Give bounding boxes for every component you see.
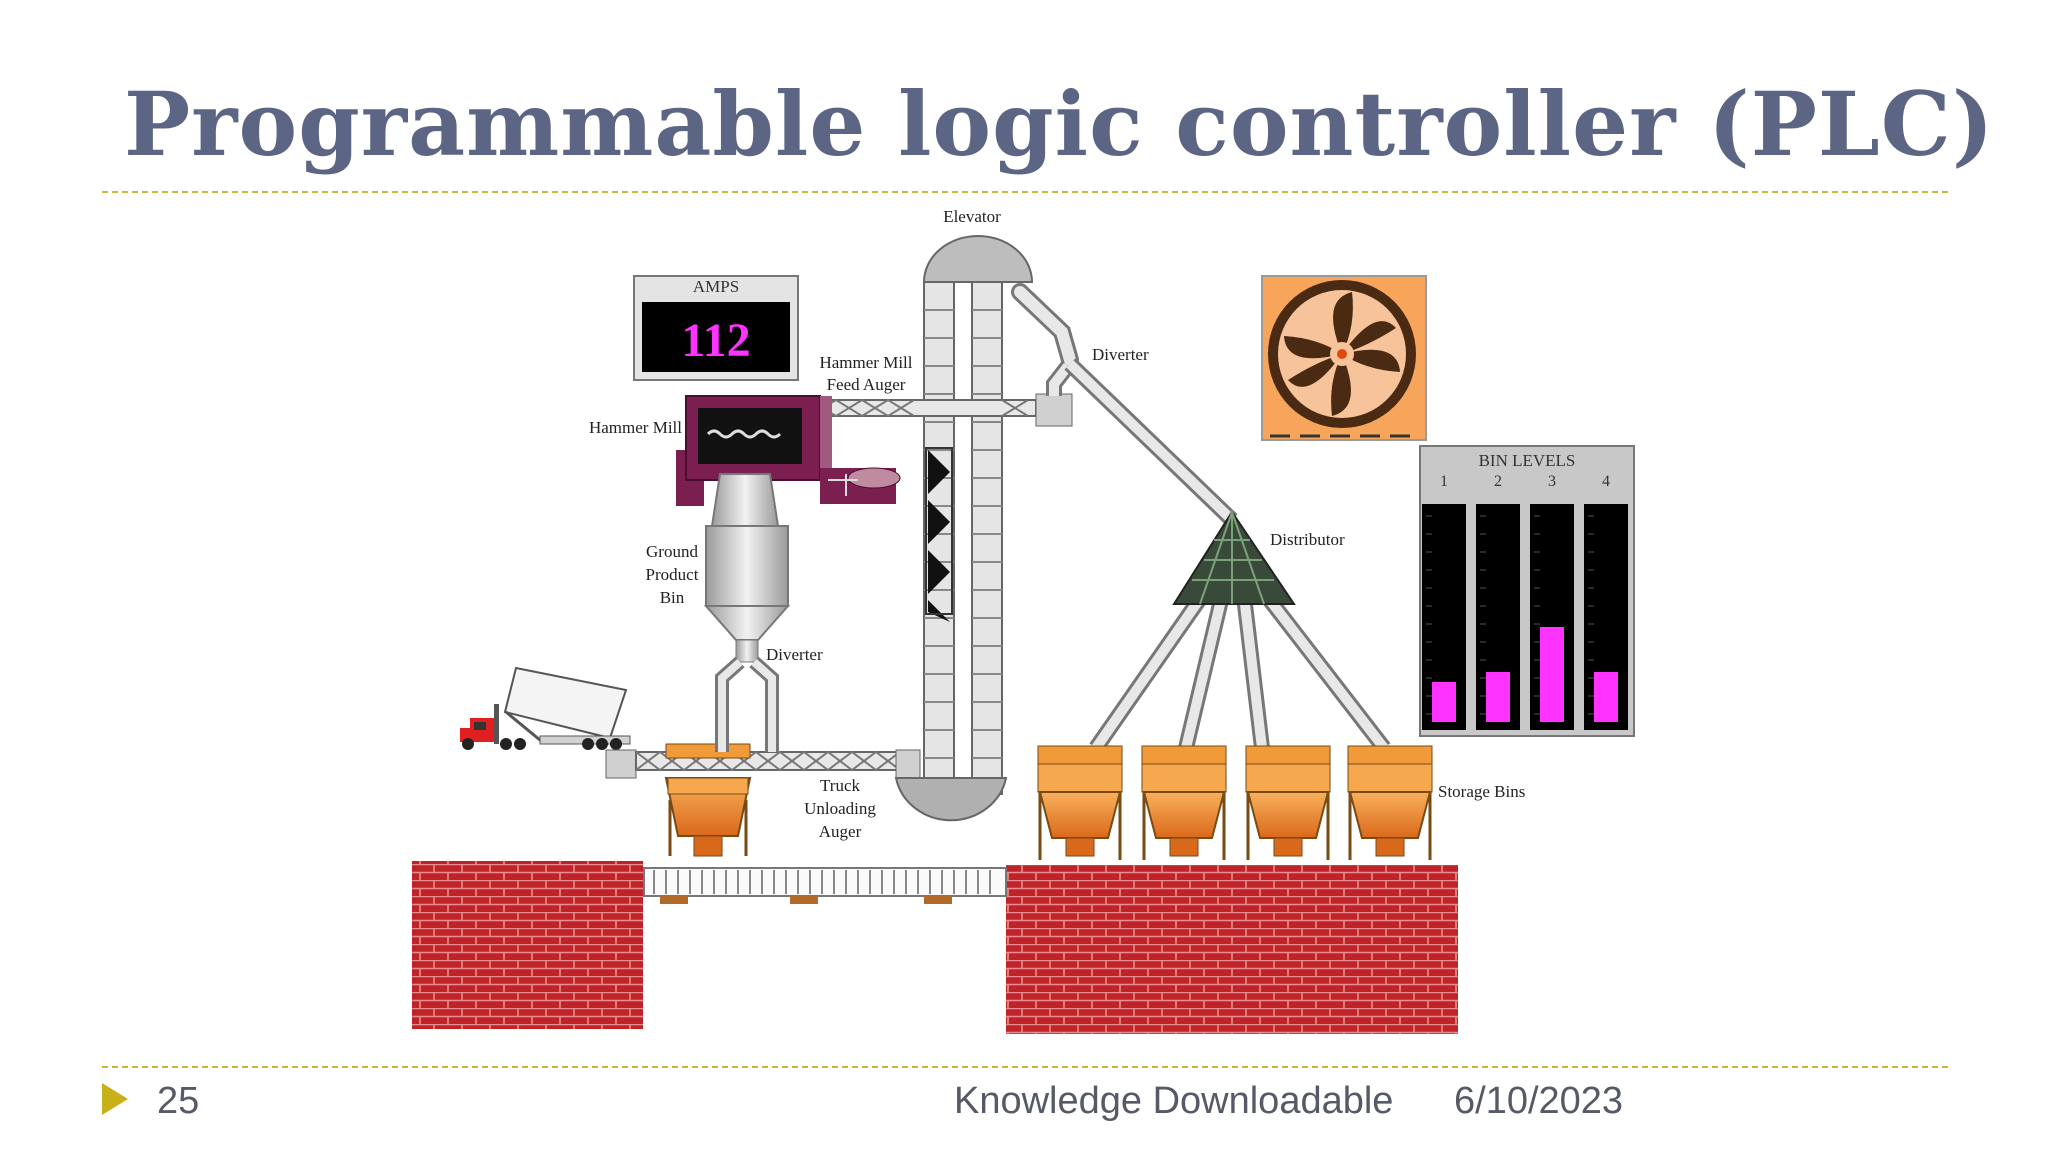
bin-level-bar-4 (1594, 672, 1618, 722)
bin-levels-title: BIN LEVELS (1479, 451, 1576, 470)
title-divider (102, 191, 1948, 193)
bin-level-label-2: 2 (1494, 473, 1502, 490)
storage-bins-label: Storage Bins (1438, 782, 1525, 801)
bin-level-bar-1 (1432, 682, 1456, 722)
footer-date: 6/10/2023 (1454, 1080, 1624, 1122)
storage-bin-4 (1347, 745, 1433, 860)
bin-level-label-1: 1 (1440, 473, 1448, 490)
slide-title: Programmable logic controller (PLC) (124, 72, 1995, 176)
footer-divider (102, 1066, 1948, 1068)
bin-level-label-3: 3 (1548, 473, 1556, 490)
receiving-hopper (664, 743, 752, 857)
bin-levels-panel: BIN LEVELS 1 2 3 4 (1419, 445, 1635, 737)
footer-text: Knowledge Downloadable (954, 1080, 1394, 1122)
bin-level-label-4: 4 (1602, 473, 1610, 490)
storage-bins (1037, 745, 1433, 860)
hammer-mill-feed-auger-label-2: Feed Auger (827, 375, 906, 394)
ventilation-fan-icon (1261, 275, 1427, 441)
ground-product-bin-label-3: Bin (660, 588, 685, 607)
bullet-arrow-icon (102, 1083, 128, 1115)
truck-unloading-auger (605, 749, 921, 779)
hammer-mill-label: Hammer Mill (589, 418, 682, 437)
hammer-mill-feed-auger (809, 393, 1073, 427)
distributor (1172, 508, 1296, 605)
amps-value: 112 (681, 314, 750, 367)
right-brick-wall (1006, 865, 1458, 1034)
amps-display: AMPS 112 (633, 275, 799, 381)
truck-unloading-auger-label-1: Truck (820, 776, 860, 795)
ground-product-bin (703, 473, 791, 752)
storage-bin-1 (1037, 745, 1123, 860)
distribution-pipes (1011, 283, 1391, 753)
diagram-labels: Elevator Hammer Mill Feed Auger Hammer M… (589, 207, 1525, 841)
storage-bin-2 (1141, 745, 1227, 860)
bucket-elevator (894, 235, 1034, 822)
bin-level-bar-3 (1540, 627, 1564, 722)
dump-truck (460, 666, 631, 750)
hammer-mill-feed-auger-label-1: Hammer Mill (819, 353, 912, 372)
bin-level-bar-2 (1486, 672, 1510, 722)
amps-label: AMPS (693, 277, 739, 296)
diverter-top-label: Diverter (1092, 345, 1149, 364)
left-brick-wall (412, 861, 643, 1029)
storage-bin-3 (1245, 745, 1331, 860)
distributor-label: Distributor (1270, 530, 1345, 549)
truck-unloading-auger-label-2: Unloading (804, 799, 876, 818)
floor-conveyor (643, 867, 1007, 904)
elevator-label: Elevator (943, 207, 1001, 226)
ground-product-bin-label-2: Product (646, 565, 699, 584)
page-number: 25 (157, 1080, 200, 1122)
truck-unloading-auger-label-3: Auger (819, 822, 862, 841)
ground-product-bin-label-1: Ground (646, 542, 698, 561)
diverter-bottom-label: Diverter (766, 645, 823, 664)
hammer-mill (676, 395, 901, 506)
